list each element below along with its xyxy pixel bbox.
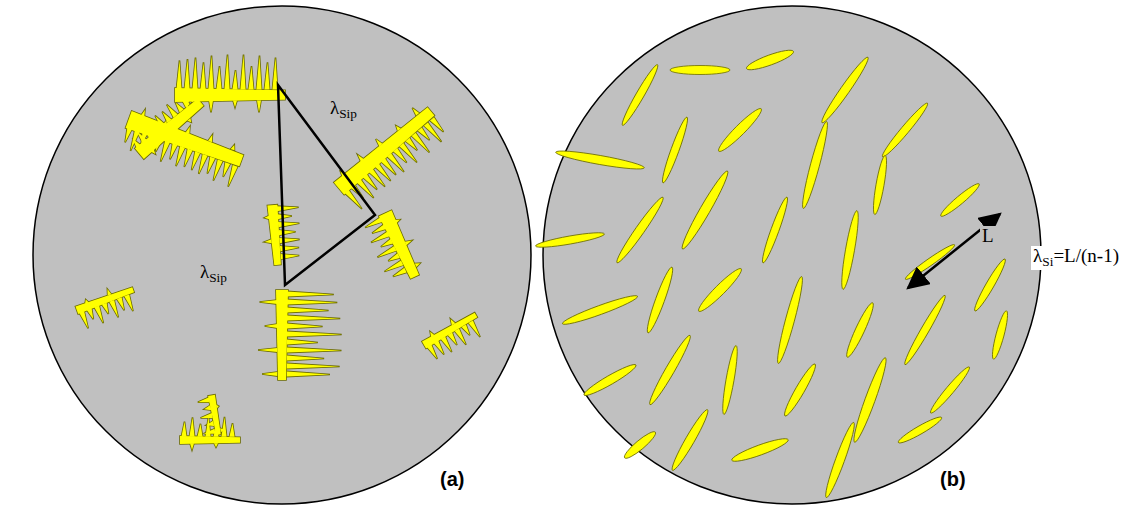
length-arrow: [908, 214, 1000, 288]
spacing-formula: λSi=L/(n-1): [1031, 246, 1121, 270]
panel-label: (a): [440, 468, 464, 490]
spacing-symbol: λSip: [198, 262, 229, 286]
spacing-symbol: λSip: [328, 98, 359, 122]
acicular-si: [535, 47, 1010, 499]
micrograph-b: [543, 6, 1041, 504]
panel-label: (b): [940, 468, 966, 490]
spacing-triangle: [278, 85, 375, 285]
dendritic-si: [74, 55, 487, 450]
length-symbol: L: [980, 226, 996, 247]
micrograph-a: [33, 6, 531, 504]
